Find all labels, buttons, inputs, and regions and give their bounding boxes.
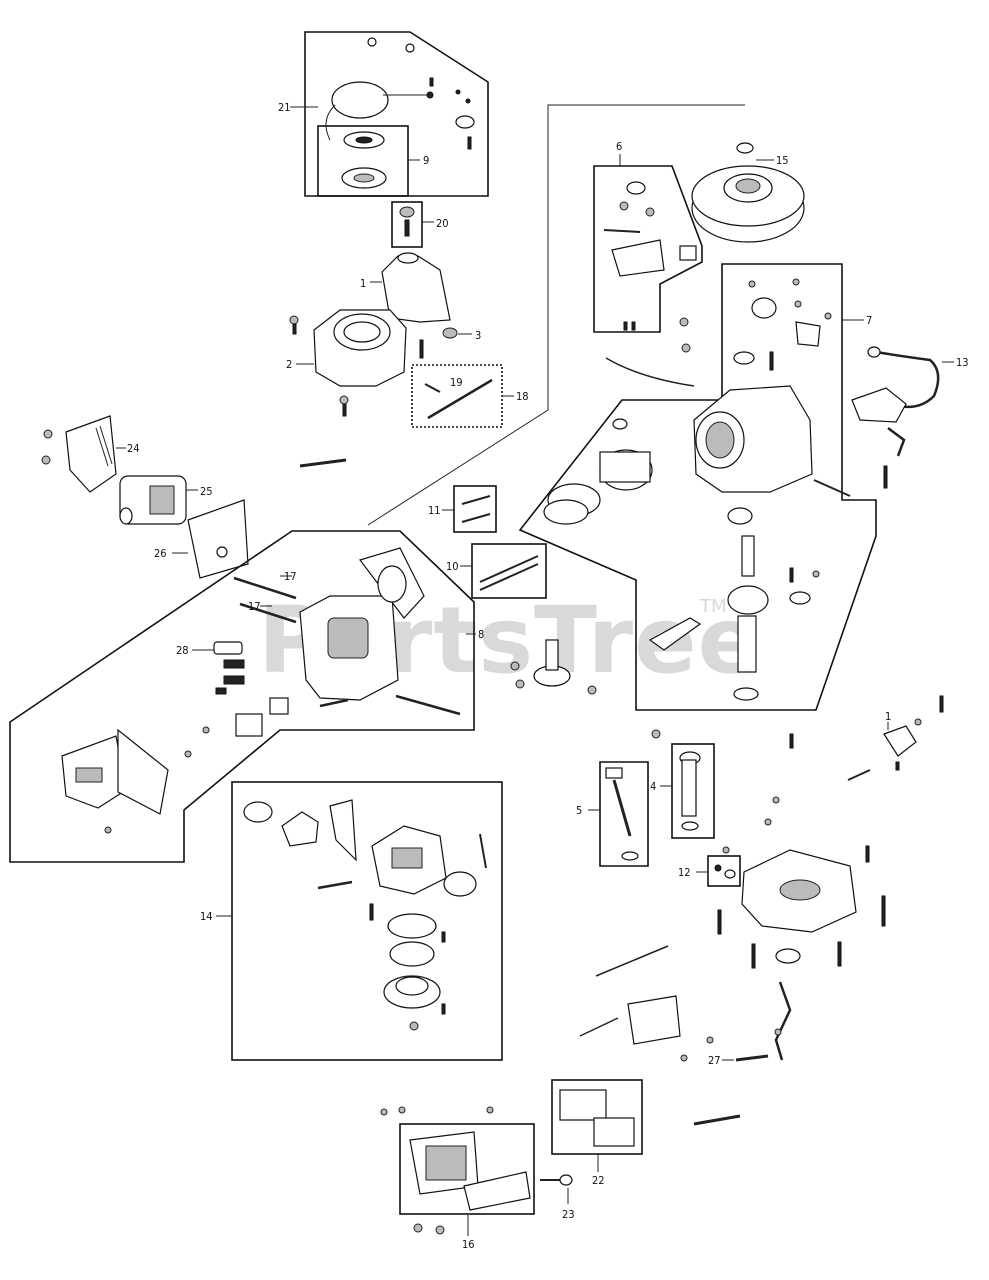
callout-3: 3 — [475, 329, 481, 342]
callout-22: 22 — [592, 1174, 605, 1187]
air-filter-box — [399, 1123, 535, 1215]
sump-group — [717, 796, 886, 969]
part-10-group: 10 — [446, 543, 547, 599]
callout-27: 27 — [708, 1054, 721, 1067]
callout-23: 23 — [562, 1208, 575, 1221]
cylinder-head-group: 17 17 28 8 — [9, 530, 484, 863]
callout-5: 5 — [576, 804, 582, 817]
callout-4: 4 — [650, 780, 656, 793]
part-18-group: 18 19 — [411, 364, 529, 428]
part-20-group: 20 — [391, 201, 449, 248]
part-5-group: 5 — [576, 761, 649, 867]
callout-17a: 17 — [284, 570, 297, 583]
part-13-group: 13 — [851, 346, 969, 489]
callout-14: 14 — [200, 910, 213, 923]
part-6-outline — [593, 165, 703, 333]
blower-housing-group: 1 2 3 — [286, 252, 481, 417]
engine-block-group: 7 — [518, 263, 877, 711]
callout-28: 28 — [176, 644, 189, 657]
cylinder-head-outline — [9, 530, 475, 863]
part-6-group: 6 — [593, 140, 703, 387]
callout-7: 7 — [866, 314, 872, 327]
callout-9: 9 — [423, 154, 429, 167]
starter-outline — [304, 31, 489, 197]
callout-16: 16 — [462, 1238, 475, 1251]
callout-15: 15 — [776, 154, 789, 167]
carburetor-box — [231, 781, 503, 1061]
engine-block-outline — [518, 263, 877, 711]
part-12-group: 12 — [678, 855, 741, 887]
part-4-box — [671, 743, 715, 839]
flywheel-group: 15 — [691, 142, 805, 243]
governor-linkage-group: 27 — [579, 945, 792, 1126]
callout-20: 20 — [436, 217, 449, 230]
callout-25: 25 — [200, 485, 213, 498]
part-5-outline — [599, 761, 649, 867]
callout-1: 1 — [360, 277, 366, 290]
pulley-outline — [317, 125, 409, 197]
carburetor-group: 14 — [200, 781, 503, 1061]
part-20-box — [391, 201, 423, 248]
watermark-trademark: TM — [699, 596, 727, 617]
part-11-group: 11 — [428, 485, 497, 533]
air-filter-group: 16 22 23 — [380, 1079, 643, 1251]
part-18-box — [411, 364, 503, 428]
callout-18: 18 — [516, 390, 529, 403]
callout-10: 10 — [446, 560, 459, 573]
part-4-group: 4 — [650, 743, 715, 839]
leader-lines — [367, 104, 745, 526]
part-12-box — [707, 855, 741, 887]
filter-element-box — [551, 1079, 643, 1155]
callout-8: 8 — [478, 628, 484, 641]
part-11-box — [453, 485, 497, 533]
governor-parts — [510, 639, 597, 695]
callout-11: 11 — [428, 504, 441, 517]
recoil-starter-group: 21 9 — [278, 31, 489, 197]
callout-1-right: 1 — [885, 710, 891, 723]
callout-26: 26 — [154, 547, 167, 560]
callout-21: 21 — [278, 101, 291, 114]
callout-19: 19 — [450, 376, 463, 389]
callout-12: 12 — [678, 866, 691, 879]
part-1-right-group: 1 — [651, 695, 944, 781]
muffler-group: 24 25 26 — [41, 415, 347, 579]
callout-6-top: 6 — [616, 140, 622, 153]
callout-24: 24 — [127, 442, 140, 455]
callout-2: 2 — [286, 358, 292, 371]
callout-13: 13 — [956, 356, 969, 369]
callout-17b: 17 — [248, 600, 261, 613]
part-10-box — [471, 543, 547, 599]
